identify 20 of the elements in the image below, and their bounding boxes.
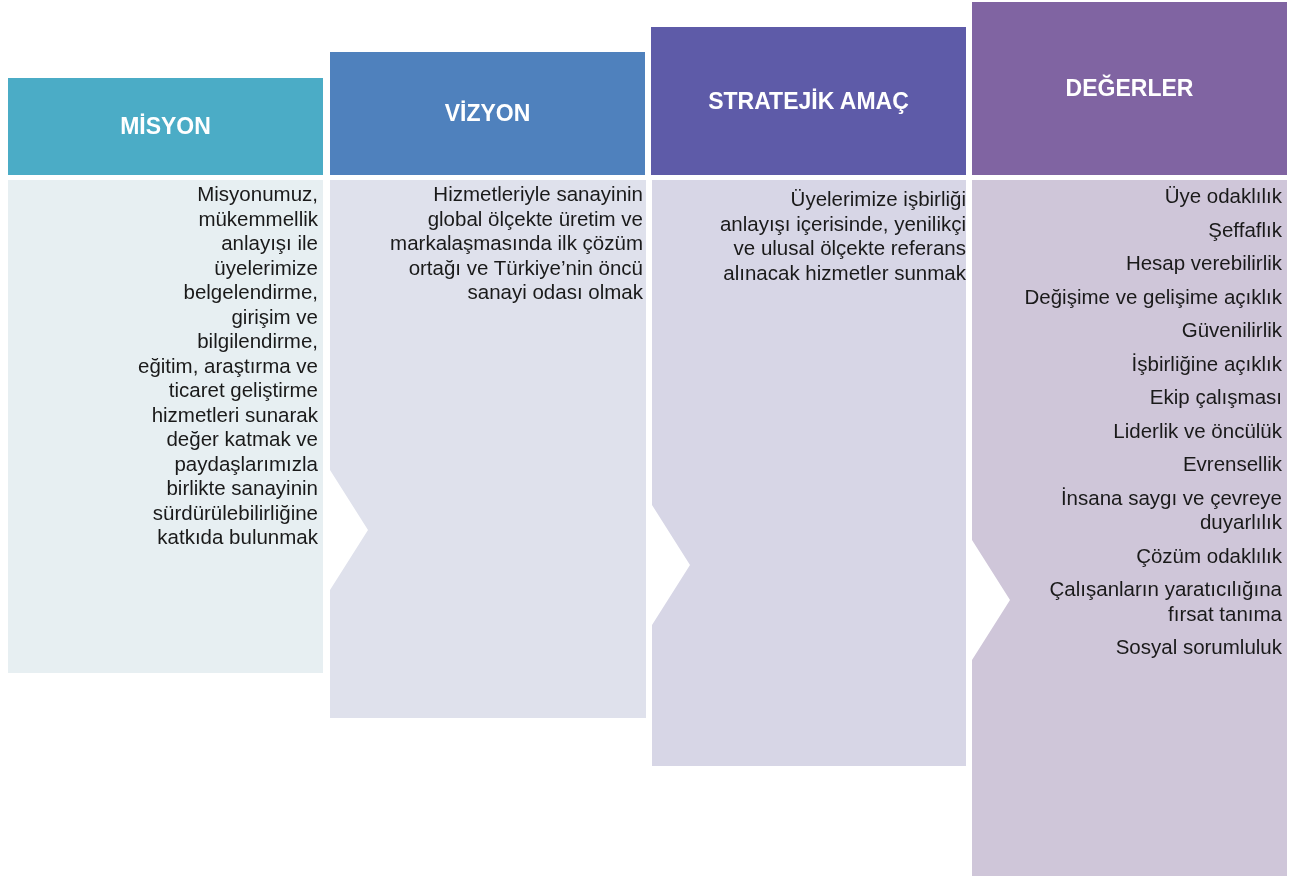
list-item-text: Çalışanların yaratıcılığına fırsat tanıma [1048,577,1282,626]
list-item-text: İşbirliğine açıklık [1130,351,1282,376]
list-item-text: İnsana saygı ve çevreye duyarlılık [1059,485,1282,535]
list-item-text: Hesap verebilirlik [1124,251,1282,276]
header-box: STRATEJİK AMAÇ [651,27,966,175]
list-item-text: Ekip çalışması [1148,385,1282,410]
list-item-text: Çözüm odaklılık [1135,543,1282,568]
list-item-text: Üye odaklılık [1163,184,1282,209]
header-box: VİZYON [330,52,645,175]
list-item-text: Evrensellik [1181,452,1282,477]
body-text: Misyonumuz, mükemmellik anlayışı ile üyelerimize belgelendirme, girişim ve bilgilendirme, eğitim, araştırma ve ticaret geliştirme hizmetleri sunarak değer katmak ve paydaşlarımızla birlikte sanayinin sürdürülebilirliğine katkıda bulunmak [138,182,318,550]
body-text: Üyelerimize işbirliği anlayışı içerisinde, yenilikçi ve ulusal ölçekte referans alınacak hizmetler sunmak [718,187,966,285]
list-item-text: Liderlik ve öncülük [1112,418,1282,443]
list-item-text: Sosyal sorumluluk [1114,635,1282,660]
list-item-text: Güvenilirlik [1180,318,1282,343]
header-box: MİSYON [8,78,323,175]
list-item-text: Şeffaflık [1207,217,1282,242]
list-item-text: Değişime ve gelişime açıklık [1023,284,1282,309]
body-text: Hizmetleriyle sanayinin global ölçekte üretim ve markalaşmasında ilk çözüm ortağı ve Türkiye’nin öncü sanayi odası olmak [389,182,643,305]
header-box: DEĞERLER [972,2,1287,175]
